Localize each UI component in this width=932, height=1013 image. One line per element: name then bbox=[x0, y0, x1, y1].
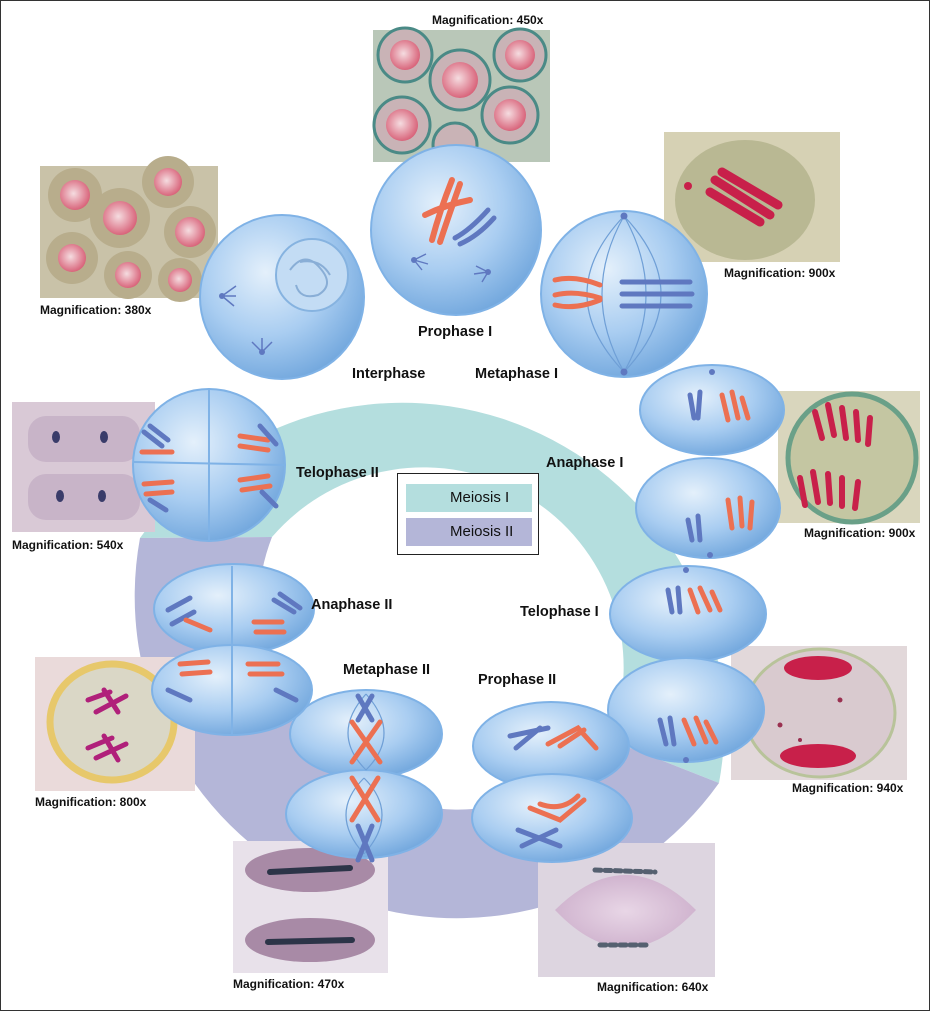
caption-anaphase-2: Magnification: 800x bbox=[35, 795, 147, 809]
label-anaphase-1: Anaphase I bbox=[546, 455, 624, 471]
cell-anaphase-1 bbox=[635, 364, 785, 559]
micrograph-telophase-2 bbox=[12, 402, 155, 532]
legend-swatch-meiosis-two bbox=[406, 518, 532, 546]
label-metaphase-1: Metaphase I bbox=[475, 366, 558, 382]
caption-prophase-2: Magnification: 640x bbox=[597, 980, 709, 994]
caption-telophase-2: Magnification: 540x bbox=[12, 538, 124, 552]
cell-interphase bbox=[199, 214, 365, 380]
cell-metaphase-1 bbox=[540, 210, 708, 378]
legend-item-meiosis-two: Meiosis II bbox=[406, 518, 532, 546]
micrograph-anaphase-1 bbox=[778, 391, 920, 525]
micrograph-interphase bbox=[40, 156, 218, 302]
label-prophase-2: Prophase II bbox=[478, 672, 557, 688]
label-anaphase-2: Anaphase II bbox=[311, 597, 393, 613]
caption-prophase-1: Magnification: 450x bbox=[432, 13, 544, 27]
meiosis-one-band bbox=[140, 402, 725, 783]
legend: Meiosis I Meiosis II bbox=[397, 473, 539, 555]
label-metaphase-2: Metaphase II bbox=[343, 662, 431, 678]
cell-metaphase-2 bbox=[285, 689, 443, 863]
caption-metaphase-1: Magnification: 900x bbox=[724, 266, 836, 280]
caption-interphase: Magnification: 380x bbox=[40, 303, 152, 317]
micrograph-prophase-1 bbox=[372, 26, 550, 169]
caption-telophase-1: Magnification: 940x bbox=[792, 781, 904, 795]
caption-metaphase-2: Magnification: 470x bbox=[233, 977, 345, 991]
legend-item-meiosis-one: Meiosis I bbox=[406, 484, 532, 512]
cell-prophase-1 bbox=[370, 144, 542, 316]
legend-swatch-meiosis-one bbox=[406, 484, 532, 512]
cell-telophase-2 bbox=[132, 388, 286, 542]
label-interphase: Interphase bbox=[352, 366, 426, 382]
micrograph-telophase-1 bbox=[731, 646, 907, 780]
label-telophase-1: Telophase I bbox=[520, 604, 599, 620]
cell-anaphase-2 bbox=[151, 563, 315, 736]
cell-prophase-2 bbox=[471, 701, 633, 863]
legend-label-meiosis-one: Meiosis I bbox=[450, 489, 510, 506]
micrograph-prophase-2 bbox=[538, 843, 715, 977]
legend-label-meiosis-two: Meiosis II bbox=[450, 523, 514, 540]
micrograph-metaphase-1 bbox=[664, 132, 840, 262]
label-prophase-1: Prophase I bbox=[418, 324, 493, 340]
cell-telophase-1 bbox=[607, 565, 767, 763]
micrograph-metaphase-2 bbox=[233, 841, 388, 973]
label-telophase-2: Telophase II bbox=[296, 465, 379, 481]
caption-anaphase-1: Magnification: 900x bbox=[804, 526, 916, 540]
